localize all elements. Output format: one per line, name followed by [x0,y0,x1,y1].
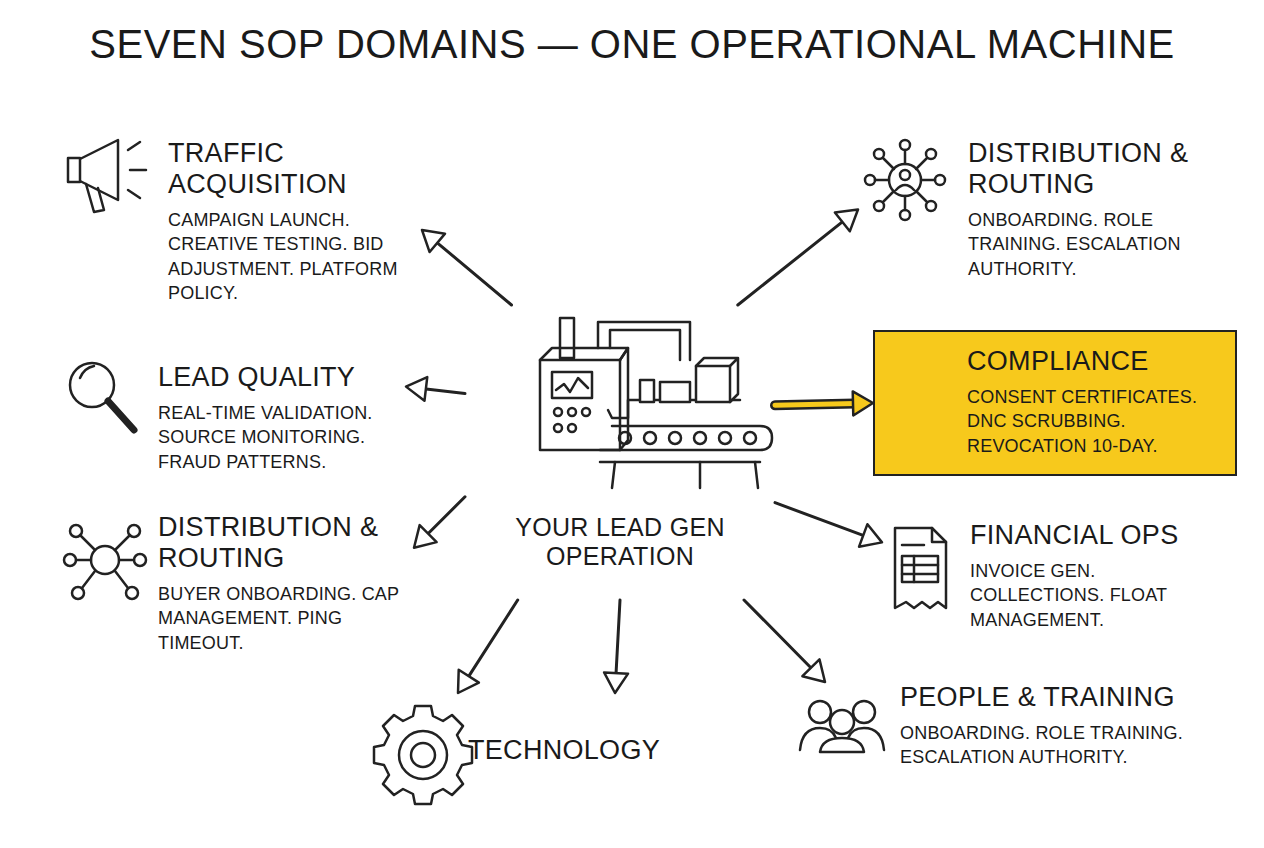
domain-heading: TRAFFIC ACQUISITION [168,138,418,200]
network-icon [64,525,146,599]
domain-heading: TECHNOLOGY [468,735,678,766]
domain-node: TRAFFIC ACQUISITION CAMPAIGN LAUNCH. CREA… [168,138,418,305]
gear-icon [374,706,472,804]
domain-heading: FINANCIAL OPS [970,520,1220,551]
domain-body: CONSENT CERTIFICATES. DNC SCRUBBING. REV… [967,385,1221,458]
domain-body: REAL-TIME VALIDATION. SOURCE MONITORING.… [158,401,398,474]
domain-heading: LEAD QUALITY [158,362,398,393]
radial-arrow [406,377,465,401]
radial-arrow [744,600,825,682]
radial-arrow [738,209,858,305]
domain-body: BUYER ONBOARDING. CAP MANAGEMENT. PING T… [158,582,408,655]
domain-body: ONBOARDING. ROLE TRAINING. ESCALATION AU… [968,208,1238,281]
domain-body: CAMPAIGN LAUNCH. CREATIVE TESTING. BID A… [168,208,418,305]
domain-node: FINANCIAL OPS INVOICE GEN. COLLECTIONS. F… [970,520,1220,632]
megaphone-icon [68,140,146,212]
domain-node: PEOPLE & TRAINING ONBOARDING. ROLE TRAINI… [900,682,1220,770]
diagram-title: SEVEN SOP DOMAINS — ONE OPERATIONAL MACH… [20,22,1244,67]
domain-heading: DISTRIBUTION & ROUTING [158,512,408,574]
people-icon [800,701,884,752]
domain-node: DISTRIBUTION & ROUTING ONBOARDING. ROLE T… [968,138,1238,281]
machine-illustration [540,318,772,488]
domain-heading: YOUR LEAD GEN OPERATION [465,513,775,571]
domain-heading: COMPLIANCE [967,346,1221,377]
hub-icon [865,140,945,220]
radial-arrow [604,600,628,693]
radial-arrow [414,497,465,548]
magnifier-icon [70,363,134,430]
domain-node: DISTRIBUTION & ROUTING BUYER ONBOARDING. … [158,512,408,655]
domain-body: ONBOARDING. ROLE TRAINING. ESCALATION AU… [900,721,1220,770]
radial-arrow [775,503,882,547]
radial-arrow [458,600,518,693]
domain-heading: PEOPLE & TRAINING [900,682,1220,713]
domain-heading: DISTRIBUTION & ROUTING [968,138,1238,200]
center-node: YOUR LEAD GEN OPERATION [465,305,775,600]
radial-arrow [422,230,512,305]
highlight-box: COMPLIANCE CONSENT CERTIFICATES. DNC SCRU… [873,330,1237,476]
invoice-icon [895,528,946,608]
domain-body: INVOICE GEN. COLLECTIONS. FLOAT MANAGEME… [970,559,1220,632]
domain-node: LEAD QUALITY REAL-TIME VALIDATION. SOURCE… [158,362,398,474]
radial-arrow [775,391,873,415]
domain-node: TECHNOLOGY [468,735,678,766]
